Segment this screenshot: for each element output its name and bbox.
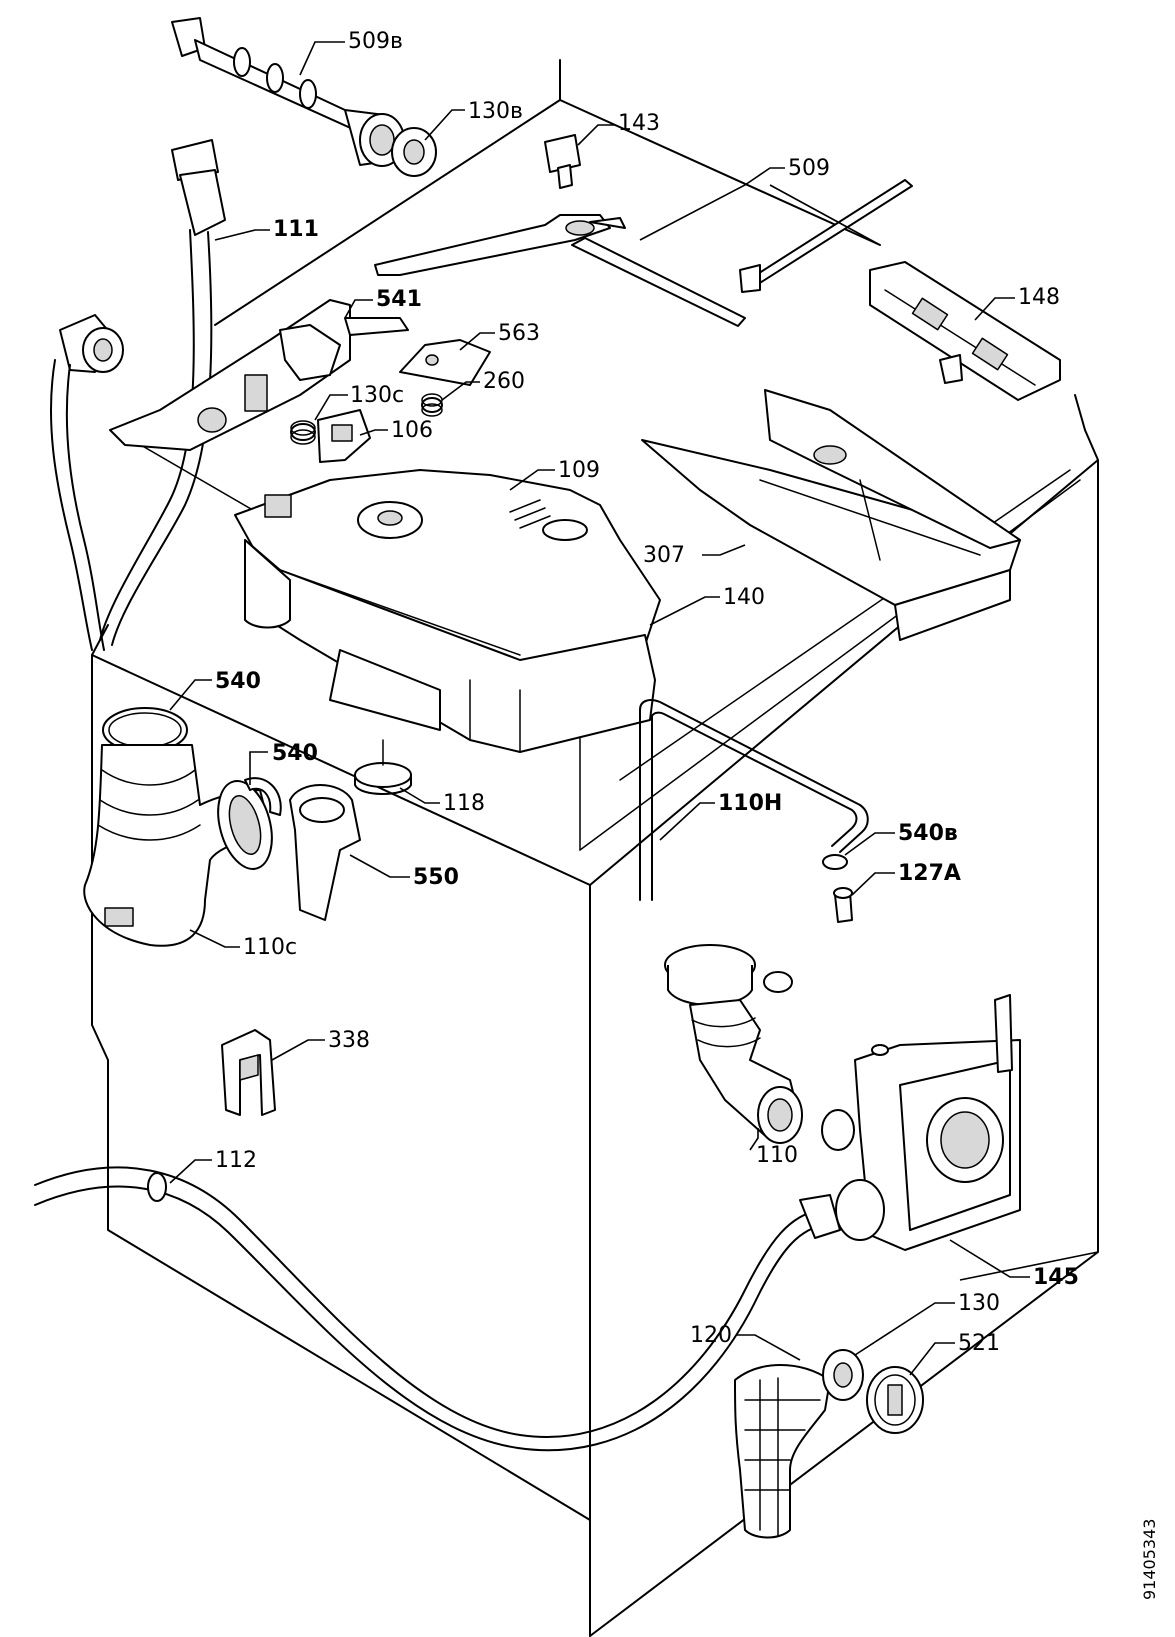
label-109: 109 xyxy=(558,458,600,483)
cap-521 xyxy=(866,1366,924,1434)
gear-118 xyxy=(354,739,412,795)
label-112: 112 xyxy=(215,1148,257,1173)
label-541: 541 xyxy=(376,287,422,312)
document-number: 91405343 xyxy=(1140,1519,1159,1600)
leader-lines xyxy=(169,41,1099,1376)
cover-563 xyxy=(399,339,491,386)
label-148: 148 xyxy=(1018,285,1060,310)
label-540-side: 540 xyxy=(272,741,318,766)
bellows-110 xyxy=(664,944,803,1144)
label-143: 143 xyxy=(618,111,660,136)
label-110h: 110H xyxy=(718,791,782,816)
clamp-540v xyxy=(822,854,848,870)
valve-bracket-541 xyxy=(109,299,409,451)
knob-143 xyxy=(544,134,581,189)
nozzle-127a xyxy=(833,887,853,923)
inlet-hose-111 xyxy=(49,139,226,651)
label-509: 509 xyxy=(788,156,830,181)
label-106: 106 xyxy=(391,418,433,443)
label-145: 145 xyxy=(1033,1265,1079,1290)
callout-labels: 509в 130в 143 509 111 148 541 563 260 13… xyxy=(215,29,1079,1356)
filter-120 xyxy=(734,1364,831,1539)
label-130: 130 xyxy=(958,1291,1000,1316)
label-540v: 540в xyxy=(898,821,958,846)
label-110c: 110c xyxy=(243,935,297,960)
dispenser-body-140 xyxy=(244,539,656,753)
label-130c: 130c xyxy=(350,383,404,408)
spring-260 xyxy=(421,393,443,417)
spring-130c xyxy=(290,420,316,445)
inlet-pipe-509b xyxy=(171,17,405,167)
label-521: 521 xyxy=(958,1331,1000,1356)
clip-338 xyxy=(221,1029,276,1116)
cabinet-outline xyxy=(91,59,1099,1637)
label-550: 550 xyxy=(413,865,459,890)
label-130b: 130в xyxy=(468,99,523,124)
clamp-540-side xyxy=(244,777,282,816)
lever-509 xyxy=(374,179,913,327)
bracket-550 xyxy=(289,784,361,921)
pump-145 xyxy=(821,994,1021,1251)
label-120: 120 xyxy=(690,1323,732,1348)
label-111: 111 xyxy=(273,217,319,242)
label-338: 338 xyxy=(328,1028,370,1053)
label-140: 140 xyxy=(723,585,765,610)
seal-130 xyxy=(822,1349,864,1401)
label-307: 307 xyxy=(643,543,685,568)
label-540-upper: 540 xyxy=(215,669,261,694)
label-509b: 509в xyxy=(348,29,403,54)
label-110: 110 xyxy=(756,1143,798,1168)
label-260: 260 xyxy=(483,369,525,394)
valve-106 xyxy=(317,409,371,463)
tube-110h xyxy=(639,699,869,901)
drain-hose-112 xyxy=(34,1166,841,1452)
label-563: 563 xyxy=(498,321,540,346)
bellows-110c xyxy=(83,744,273,947)
label-127a: 127A xyxy=(898,861,961,886)
label-118: 118 xyxy=(443,791,485,816)
dispenser-handle-148 xyxy=(869,261,1061,401)
drawer-307 xyxy=(641,389,1021,641)
